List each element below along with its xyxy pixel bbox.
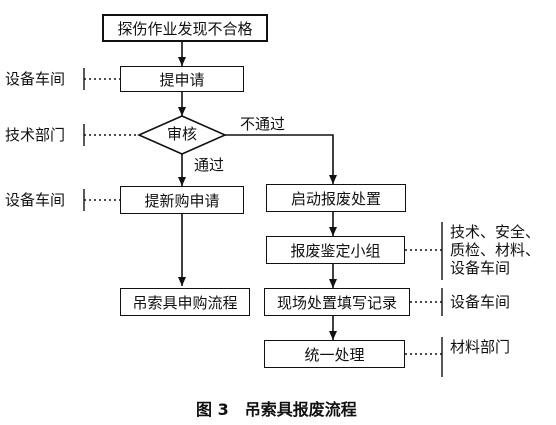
panel-role-line-1: 技术、安全、 bbox=[450, 223, 541, 241]
new-purchase-box: 提新购申请 bbox=[120, 186, 244, 214]
figure-caption: 图 3 吊索具报废流程 bbox=[196, 400, 357, 419]
panel-role-line-3: 设备车间 bbox=[450, 259, 511, 277]
review-label: 审核 bbox=[166, 125, 197, 143]
apply-box: 提申请 bbox=[120, 66, 244, 92]
review-diamond bbox=[137, 115, 227, 155]
onsite-role: 设备车间 bbox=[450, 293, 511, 311]
unified-role: 材料部门 bbox=[450, 338, 511, 356]
apply-role: 设备车间 bbox=[5, 70, 66, 88]
start-box: 探伤作业发现不合格 bbox=[102, 14, 268, 42]
scrap-panel-box: 报废鉴定小组 bbox=[266, 236, 405, 264]
fail-label: 不通过 bbox=[240, 115, 286, 133]
new-purchase-role: 设备车间 bbox=[5, 191, 66, 209]
unified-box: 统一处理 bbox=[264, 340, 405, 368]
purchase-process-box: 吊索具申购流程 bbox=[120, 288, 250, 316]
panel-roles: 技术、安全、 质检、材料、 设备车间 bbox=[450, 223, 540, 277]
onsite-record-box: 现场处置填写记录 bbox=[264, 288, 410, 316]
arrow-review-to-scrap bbox=[225, 134, 337, 184]
panel-role-line-2: 质检、材料、 bbox=[450, 241, 541, 259]
review-role: 技术部门 bbox=[5, 126, 66, 144]
pass-label: 通过 bbox=[194, 156, 225, 174]
start-scrap-box: 启动报废处置 bbox=[266, 184, 406, 212]
